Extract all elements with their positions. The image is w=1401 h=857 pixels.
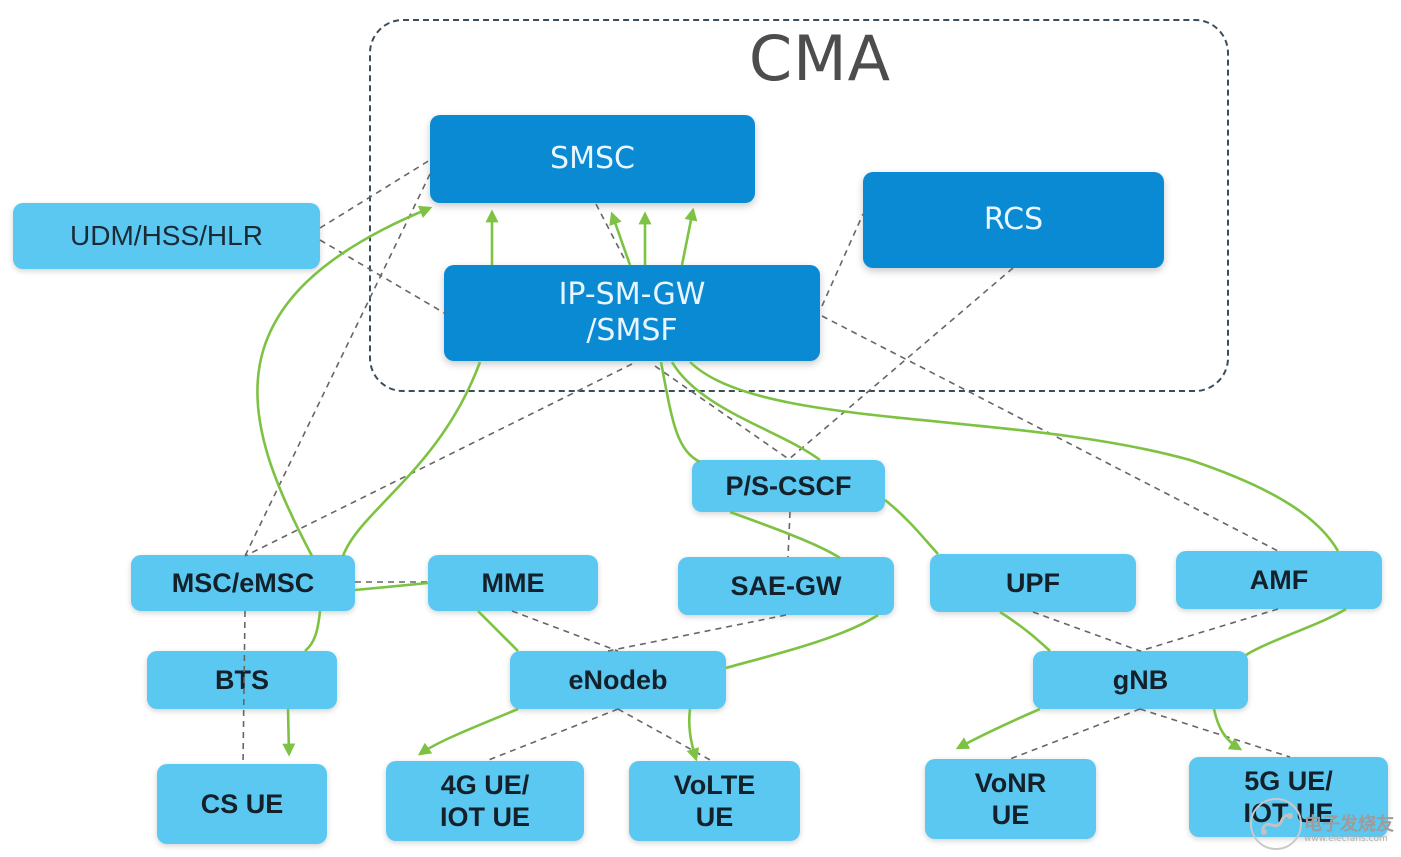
node-amf: AMF xyxy=(1176,551,1382,609)
node-bts-label: BTS xyxy=(215,664,269,695)
node-4g-ue-label: 4G UE/ IOT UE xyxy=(439,769,530,832)
node-smsc-label: SMSC xyxy=(550,141,635,176)
link-amf-gnb xyxy=(1245,607,1347,657)
node-ip-sm-gw-label: IP-SM-GW /SMSF xyxy=(558,277,706,348)
node-smsc: SMSC xyxy=(430,115,755,203)
node-amf-label: AMF xyxy=(1249,564,1309,595)
node-rcs: RCS xyxy=(863,172,1164,268)
node-sae-gw: SAE-GW xyxy=(678,557,894,615)
link-gnb-vonr xyxy=(955,707,1041,750)
watermark-brand: 电子发烧友 xyxy=(1304,814,1394,835)
node-sae-gw-label: SAE-GW xyxy=(730,570,842,601)
node-enodeb: eNodeb xyxy=(510,651,726,709)
link-enodeb-volte xyxy=(686,708,700,762)
node-vonr-ue-label: VoNR UE xyxy=(974,767,1047,830)
cma-title: CMA xyxy=(748,22,892,95)
node-upf: UPF xyxy=(930,554,1136,612)
node-msc-emsc: MSC/eMSC xyxy=(131,555,355,611)
link-saegw-enodeb xyxy=(725,613,879,670)
dash-amf-gnb xyxy=(1139,608,1279,652)
link-bts-csue xyxy=(282,708,296,757)
dash-upf-gnb xyxy=(1032,611,1141,652)
watermark-url: www.elecfans.com xyxy=(1304,834,1388,844)
dash-cscf-saegw xyxy=(787,511,791,558)
link-msc-mme xyxy=(354,581,429,592)
link-cscf-saegw xyxy=(729,510,841,560)
dash-enodeb-volte xyxy=(617,708,713,762)
node-mme: MME xyxy=(428,555,598,611)
node-p-s-cscf-label: P/S-CSCF xyxy=(725,470,852,501)
node-enodeb-label: eNodeb xyxy=(568,664,668,695)
watermark: 电子发烧友 www.elecfans.com xyxy=(1246,796,1396,852)
node-mme-label: MME xyxy=(481,567,545,598)
dash-ipsmgw-msc xyxy=(244,363,633,557)
node-ip-sm-gw: IP-SM-GW /SMSF xyxy=(444,265,820,361)
elecfans-logo-icon xyxy=(1250,798,1302,850)
node-cs-ue: CS UE xyxy=(157,764,327,844)
node-msc-emsc-label: MSC/eMSC xyxy=(171,567,315,598)
node-upf-label: UPF xyxy=(1006,567,1060,598)
node-rcs-label: RCS xyxy=(983,202,1044,237)
link-cscf-upf xyxy=(884,498,939,555)
node-volte-ue: VoLTE UE xyxy=(629,761,800,841)
link-upf-gnb xyxy=(999,610,1051,652)
node-gnb: gNB xyxy=(1033,651,1248,709)
dash-enodeb-4g xyxy=(485,708,619,762)
node-vonr-ue: VoNR UE xyxy=(925,759,1096,839)
node-volte-ue-label: VoLTE UE xyxy=(673,769,756,832)
link-gnb-5g xyxy=(1212,708,1243,751)
link-enodeb-4g xyxy=(417,707,519,756)
link-msc-bts xyxy=(304,610,322,653)
dash-mme-enodeb xyxy=(511,610,619,652)
node-4g-ue: 4G UE/ IOT UE xyxy=(386,761,584,841)
dash-gnb-vonr xyxy=(1009,708,1141,760)
node-udm-hss-hlr-label: UDM/HSS/HLR xyxy=(70,220,263,252)
node-gnb-label: gNB xyxy=(1112,664,1169,695)
node-p-s-cscf: P/S-CSCF xyxy=(692,460,885,512)
dash-saegw-enodeb xyxy=(607,614,787,652)
node-udm-hss-hlr: UDM/HSS/HLR xyxy=(13,203,320,269)
node-cs-ue-label: CS UE xyxy=(200,788,284,819)
link-mme-enodeb xyxy=(477,610,519,652)
dash-gnb-5g xyxy=(1139,708,1291,758)
node-bts: BTS xyxy=(147,651,337,709)
